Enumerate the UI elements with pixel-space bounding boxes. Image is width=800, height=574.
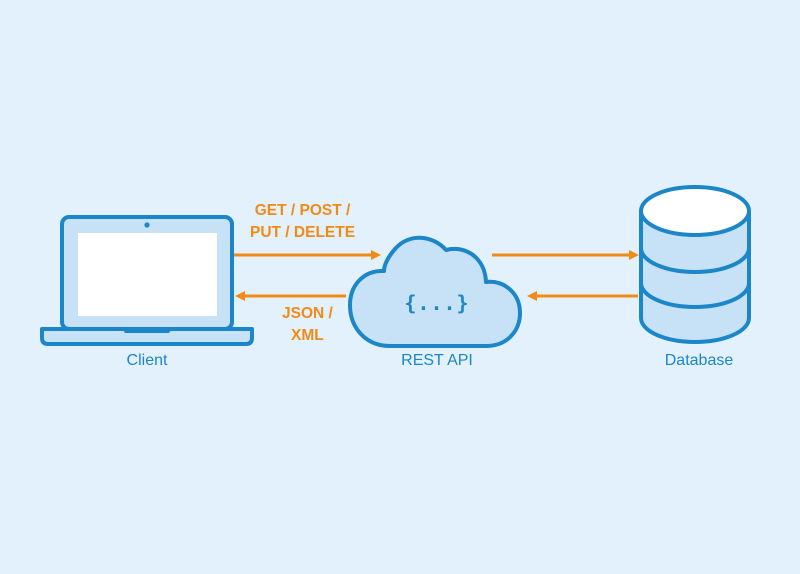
api-symbol: {...} (404, 291, 470, 315)
rest-api-label: REST API (401, 352, 473, 369)
client-label: Client (126, 352, 168, 369)
database-label: Database (664, 352, 734, 369)
request-methods-label: GET / POST / PUT / DELETE (250, 200, 355, 244)
response-formats-line1: JSON / (282, 305, 333, 322)
webcam-icon (144, 222, 150, 228)
request-methods-line1: GET / POST / (254, 202, 351, 219)
request-methods-line2: PUT / DELETE (250, 224, 356, 241)
response-formats-label: JSON / XML (282, 303, 333, 347)
cloud-icon (348, 235, 522, 348)
trackpad-notch (124, 327, 170, 333)
database-icon (639, 185, 751, 344)
laptop-icon (40, 215, 254, 346)
response-formats-line2: XML (291, 327, 324, 344)
